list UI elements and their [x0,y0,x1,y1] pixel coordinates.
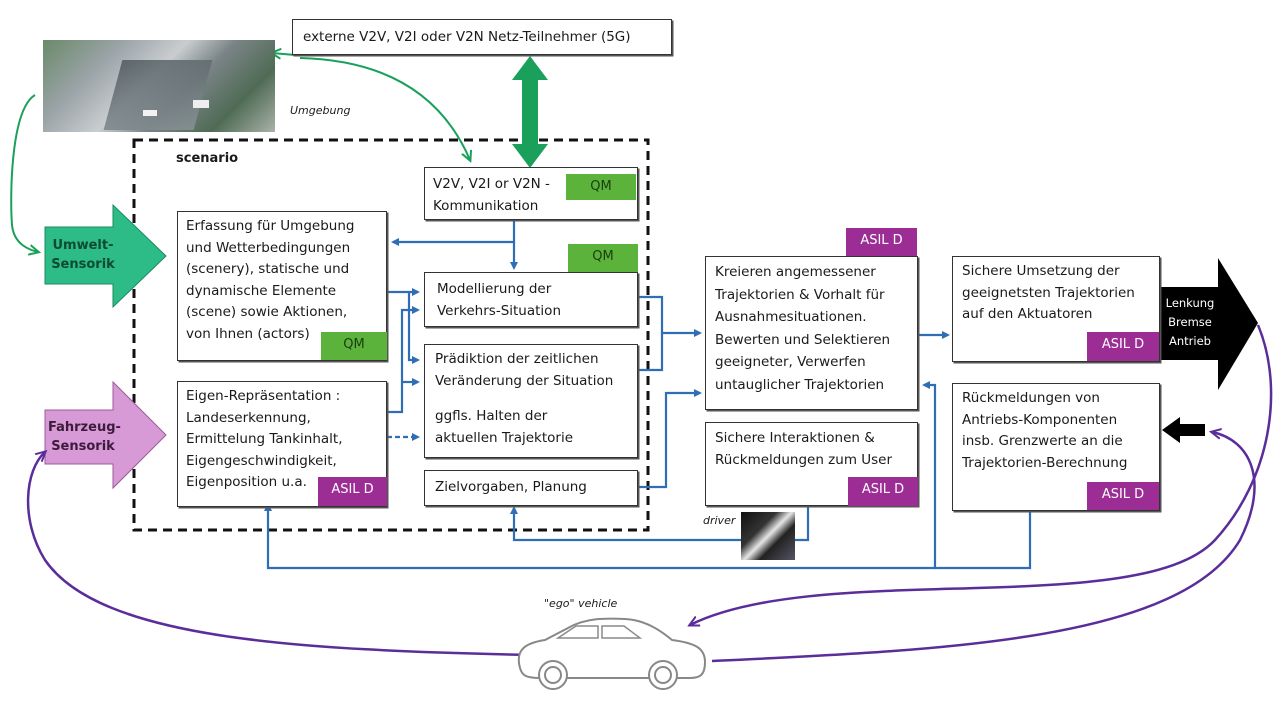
driver-photo [741,512,795,560]
fahrzeug-sensorik-label: Fahrzeug- Sensorik [48,420,121,454]
qm-badge: QM [321,332,387,360]
actuator-arrow [1160,258,1258,390]
asil-d-badge: ASIL D [846,228,917,256]
traffic-modelling-box: Modellierung der Verkehrs-Situation [424,272,638,327]
ego-representation-box: Eigen-Repräsentation : Landeserkennung, … [177,381,387,507]
qm-badge: QM [568,244,638,272]
network-to-environment-curve [299,57,470,160]
driver-label: driver [703,514,736,527]
network-double-arrow [512,56,548,168]
ego-vehicle-icon [517,617,707,690]
asil-d-badge: ASIL D [848,477,918,506]
environment-label: Umgebung [290,104,351,117]
umwelt-sensorik-label: Umwelt- Sensorik [51,238,115,272]
flow-connectors [264,220,1032,570]
asil-d-badge: ASIL D [1087,332,1159,361]
asil-d-badge: ASIL D [1087,482,1159,510]
actuator-to-vehicle-loop [690,324,1273,625]
goals-planning-box: Zielvorgaben, Planung [424,470,638,506]
vehicle-to-fahrzeug-loop [26,452,533,657]
environment-to-umwelt-curve [10,94,38,252]
qm-badge: QM [566,174,636,200]
ego-vehicle-label: "ego" vehicle [544,597,618,610]
environment-photo [43,40,275,132]
prediction-box: Prädiktion der zeitlichen Veränderung de… [424,344,638,458]
trajectory-creation-box: Kreieren angemessener Trajektorien & Vor… [705,256,918,410]
vehicle-to-feedback-loop [711,432,1256,663]
scenario-label: scenario [176,151,239,166]
drive-feedback-box: Rückmeldungen von Antriebs-Komponenten i… [952,383,1160,511]
asil-d-badge: ASIL D [318,477,387,506]
umwelt-sensorik-arrow [44,203,167,309]
network-to-photo-curve [272,53,296,55]
network-participants-text: externe V2V, V2I oder V2N Netz-Teilnehme… [303,29,631,45]
network-participants-box: externe V2V, V2I oder V2N Netz-Teilnehme… [292,19,672,55]
feedback-arrow [1162,417,1205,443]
fahrzeug-sensorik-arrow [44,380,167,490]
actuator-labels: Lenkung Bremse Antrieb [1165,296,1215,348]
user-interaction-box: Sichere Interaktionen & Rückmeldungen zu… [705,422,918,506]
scenario-frame [132,138,650,532]
